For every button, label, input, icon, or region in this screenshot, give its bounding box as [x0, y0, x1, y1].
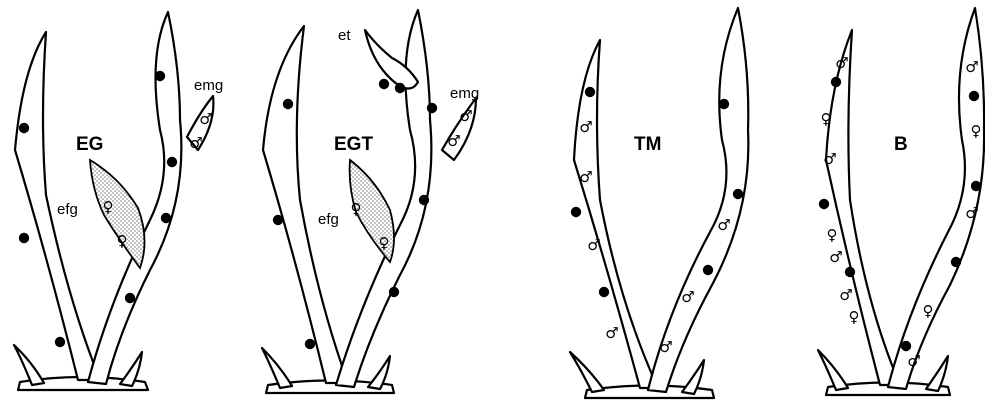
panel-label-b: B	[894, 134, 908, 155]
tetrasporangium-dot	[571, 207, 581, 217]
tetrasporangium-dot	[161, 213, 171, 223]
tetrasporangium-dot	[389, 287, 399, 297]
tetrasporangium-dot	[733, 189, 743, 199]
female-symbol: ♀	[923, 302, 934, 320]
panel-eg	[14, 12, 213, 390]
female-symbol: ♀	[379, 234, 390, 252]
tetrasporangium-dot	[901, 341, 911, 351]
seaweed-frond-right	[648, 8, 748, 392]
male-symbol: ♂	[579, 168, 592, 186]
tetrasporangium-dot	[831, 77, 841, 87]
female-symbol: ♀	[849, 308, 860, 326]
male-symbol: ♂	[829, 248, 842, 266]
female-symbol: ♀	[971, 122, 982, 140]
male-symbol: ♂	[835, 54, 848, 72]
male-symbol: ♂	[189, 134, 202, 152]
callout-efg: efg	[318, 211, 339, 228]
grass-blade-left	[570, 352, 604, 392]
male-symbol: ♂	[199, 110, 212, 128]
female-symbol: ♀	[103, 198, 114, 216]
tetrasporangium-dot	[273, 215, 283, 225]
male-symbol: ♂	[965, 204, 978, 222]
tetrasporangium-dot	[719, 99, 729, 109]
tetrasporangium-dot	[971, 181, 981, 191]
female-gametophyte-efg	[90, 160, 145, 268]
grass-blade-left	[14, 345, 44, 385]
tetrasporangium-dot	[585, 87, 595, 97]
callout-emg: emg	[450, 85, 479, 102]
panel-label-eg: EG	[76, 134, 103, 155]
panel-label-egt: EGT	[334, 134, 373, 155]
tetrasporangium-dot	[155, 71, 165, 81]
female-symbol: ♀	[117, 232, 128, 250]
panel-labels: EG emg efg EGT et emg efg TM B	[57, 27, 908, 228]
tetrasporangium-dot	[819, 199, 829, 209]
tetrasporangium-dot	[55, 337, 65, 347]
tetrasporangium-dot	[167, 157, 177, 167]
grass-blade-left	[818, 350, 848, 390]
female-symbol: ♀	[351, 200, 362, 218]
male-symbol: ♂	[717, 216, 730, 234]
tetrasporangium-dot	[305, 339, 315, 349]
tetrasporangium-dot	[969, 91, 979, 101]
tetrasporangium-dot	[599, 287, 609, 297]
male-symbol: ♂	[587, 236, 600, 254]
panel-label-tm: TM	[634, 134, 661, 155]
male-symbol: ♂	[605, 324, 618, 342]
callout-emg: emg	[194, 77, 223, 94]
female-symbol: ♀	[821, 110, 832, 128]
tetrasporangium-dot	[427, 103, 437, 113]
tetrasporangium-dot	[19, 233, 29, 243]
male-symbol: ♂	[965, 58, 978, 76]
tetrasporangium-dot	[845, 267, 855, 277]
tetrasporangium-dot	[703, 265, 713, 275]
tetrasporangium-dot	[395, 83, 405, 93]
male-symbol: ♂	[823, 150, 836, 168]
male-symbol: ♂	[459, 107, 472, 125]
tetrasporangium-dot	[379, 79, 389, 89]
callout-efg: efg	[57, 201, 78, 218]
seaweed-frond-left	[263, 26, 348, 383]
tetrasporangium-dot	[951, 257, 961, 267]
male-symbol: ♂	[659, 338, 672, 356]
male-symbol: ♂	[579, 118, 592, 136]
tetrasporangium-dot	[125, 293, 135, 303]
male-symbol: ♂	[907, 352, 920, 370]
male-symbol: ♂	[447, 132, 460, 150]
grass-blade-left	[262, 348, 292, 388]
callout-et: et	[338, 27, 351, 44]
panel-egt	[262, 10, 476, 393]
female-symbol: ♀	[827, 226, 838, 244]
tetrasporangium-dot	[419, 195, 429, 205]
tetrasporangium-dot	[283, 99, 293, 109]
male-symbol: ♂	[839, 286, 852, 304]
male-symbol: ♂	[681, 288, 694, 306]
tetrasporangium-dot	[19, 123, 29, 133]
